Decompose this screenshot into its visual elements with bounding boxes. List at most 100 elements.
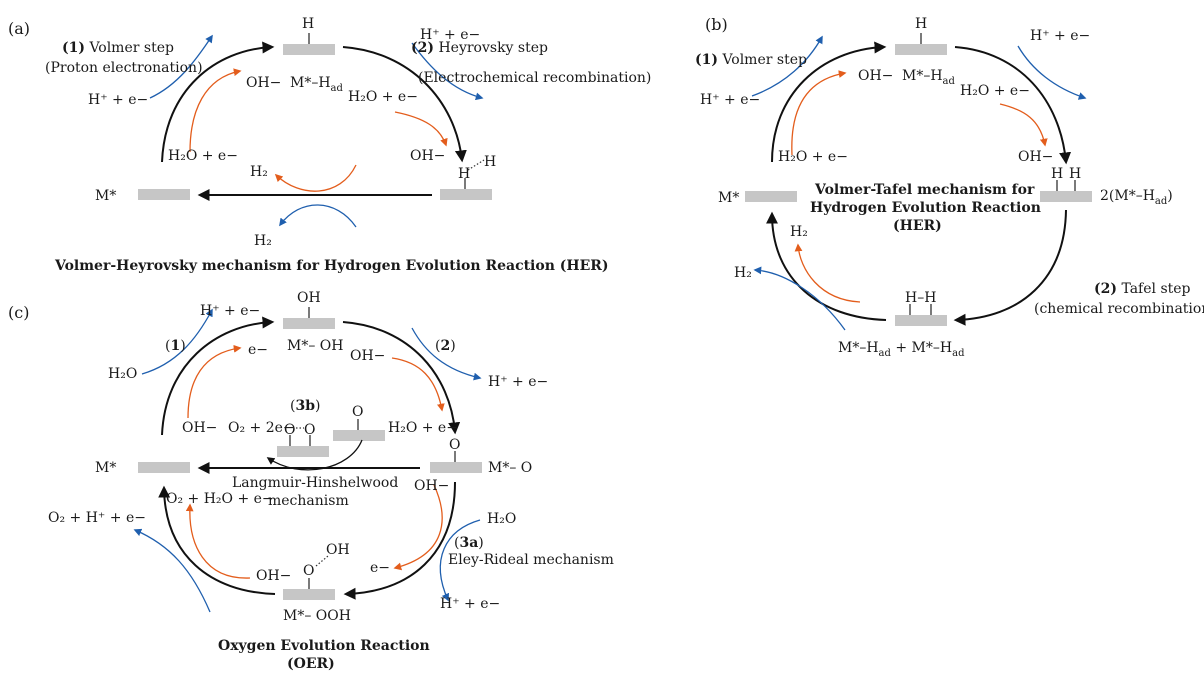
a-h-top: H: [302, 16, 314, 32]
c-oh-bottom: OH: [326, 542, 350, 558]
a-h2-upper: H₂: [250, 164, 268, 180]
b-forward-arrow-2: [999, 103, 1048, 147]
c-o-right: O: [304, 422, 315, 438]
c-forward-arrow-3a: [393, 484, 443, 571]
b-oh-minus-right: OH−: [1018, 149, 1053, 165]
c-forward-arrow-return: [185, 503, 251, 579]
c-e-minus-bottom: e−: [370, 560, 390, 576]
c-main-arrow-step2: [342, 321, 461, 435]
b-title-line1: Volmer-Tafel mechanism for: [814, 182, 1035, 198]
panel-a-label: (a): [8, 19, 30, 38]
c-o-right-surf: O: [449, 437, 460, 453]
b-m-star-h-ad: M*–Had: [902, 68, 956, 87]
c-lh-line1: Langmuir-Hinshelwood: [232, 475, 398, 491]
forward-arrow-volmer: [189, 68, 242, 153]
a-step1-subtitle: (Proton electronation): [45, 60, 203, 76]
c-h2o-e-right: H₂O + e−: [388, 420, 458, 436]
b-backward-arrow-tafel: [753, 266, 846, 331]
c-main-arrow-3a: [343, 481, 456, 600]
c-oh-minus-right: OH−: [414, 478, 449, 494]
surface-c-3b-right: [333, 430, 385, 441]
c-backward-arrow-1: [141, 308, 213, 375]
bond-c-ooh-dotted: [315, 555, 329, 567]
surface-c-m-ooh: [283, 589, 335, 600]
c-oh-minus-bottom: OH−: [256, 568, 291, 584]
c-m-ooh: M*– OOH: [283, 608, 351, 624]
b-two-m-h-ad: 2(M*–Had): [1100, 188, 1173, 207]
b-backward-arrow-volmer: [751, 35, 823, 97]
c-m-o: M*– O: [488, 460, 532, 476]
b-step2-subtitle: (chemical recombination): [1034, 301, 1204, 317]
c-arrow-3b: [266, 439, 363, 471]
b-forward-arrow-tafel: [794, 243, 861, 303]
b-backward-arrow-2: [1017, 45, 1087, 100]
c-m-star: M*: [95, 460, 116, 476]
c-main-arrow-return: [158, 485, 276, 595]
b-h-plus-e-top: H⁺ + e−: [1030, 28, 1090, 44]
a-caption: Volmer-Heyrovsky mechanism for Hydrogen …: [54, 258, 609, 274]
c-h2o-right: H₂O: [487, 511, 516, 527]
surface-c-m-o: [430, 462, 482, 473]
a-step2-heading: (2) Heyrovsky step: [411, 40, 548, 56]
surface-b-m-star: [745, 191, 797, 202]
b-main-arrow-return: [766, 211, 887, 321]
c-forward-arrow-2: [391, 357, 445, 412]
c-h-plus-e-right: H⁺ + e−: [488, 374, 548, 390]
c-m-oh: M*– OH: [287, 338, 343, 354]
c-o-mid: O: [352, 404, 363, 420]
main-arrow-volmer: [161, 41, 275, 163]
panel-b: (b) (1) Volmer step H H⁺ + e− OH− M*–Had…: [695, 15, 1204, 359]
c-oh-minus-mid: OH−: [182, 420, 217, 436]
forward-arrow-heyrovsky: [394, 111, 448, 147]
c-backward-arrow-return: [133, 528, 211, 613]
panel-b-label: (b): [705, 15, 728, 34]
b-step1-heading: (1) Volmer step: [695, 52, 807, 68]
backward-arrow-heyrovsky: [411, 42, 484, 101]
b-bottom-label: M*–Had + M*–Had: [838, 340, 965, 359]
b-m-star: M*: [718, 190, 739, 206]
b-h2-upper: H₂: [790, 224, 808, 240]
surface-c-m-oh: [283, 318, 335, 329]
c-o2-h2o-e: O₂ + H₂O + e−: [166, 491, 274, 507]
panel-a: (a) (1) Volmer step (Proton electronatio…: [8, 16, 651, 274]
b-h2-lower: H₂: [734, 265, 752, 281]
a-step2-subtitle: (Electrochemical recombination): [418, 70, 651, 86]
b-oh-minus: OH−: [858, 68, 893, 84]
b-title-line2: Hydrogen Evolution Reaction: [810, 200, 1041, 216]
backward-arrow-volmer: [149, 34, 213, 99]
b-h-pair-2: H: [1069, 166, 1081, 182]
b-title-line3: (HER): [893, 218, 942, 234]
c-main-arrow-step1: [161, 316, 275, 436]
b-h-top: H: [915, 16, 927, 32]
b-h-pair-1: H: [1051, 166, 1063, 182]
b-hh-bottom: H–H: [905, 290, 936, 306]
c-forward-arrow-1: [187, 344, 242, 419]
c-backward-arrow-2: [411, 327, 482, 381]
c-step3a: (3a): [454, 535, 484, 551]
surface-c-3b-left: [277, 446, 329, 457]
b-forward-arrow-volmer: [791, 70, 847, 156]
surface-b-bottom: [895, 315, 947, 326]
forward-arrow-h2: [274, 164, 357, 192]
a-step1-heading: (1) Volmer step: [62, 40, 174, 56]
c-h-plus-e-top: H⁺ + e−: [200, 303, 260, 319]
surface-m-hh: [440, 189, 492, 200]
c-h-plus-e-bottom: H⁺ + e−: [440, 596, 500, 612]
c-o2-h-e: O₂ + H⁺ + e−: [48, 510, 146, 526]
c-lh-line2: mechanism: [268, 493, 349, 509]
c-backward-arrow-3a: [439, 519, 481, 602]
a-h2o-e-mid: H₂O + e−: [348, 89, 418, 105]
a-m-star: M*: [95, 188, 116, 204]
c-title-line1: Oxygen Evolution Reaction: [218, 638, 430, 654]
c-o-bottom: O: [303, 563, 314, 579]
bond-h-h-dotted: [467, 159, 485, 171]
a-m-star-h-ad: M*–Had: [290, 75, 344, 94]
panel-c: (c) H⁺ + e− OH (1) e− M*– OH OH−: [8, 290, 614, 672]
a-oh-minus: OH−: [246, 75, 281, 91]
surface-m-star: [138, 189, 190, 200]
surface-m-h-top: [283, 44, 335, 55]
a-oh-minus-right: OH−: [410, 148, 445, 164]
a-h-plus-e-left: H⁺ + e−: [88, 92, 148, 108]
